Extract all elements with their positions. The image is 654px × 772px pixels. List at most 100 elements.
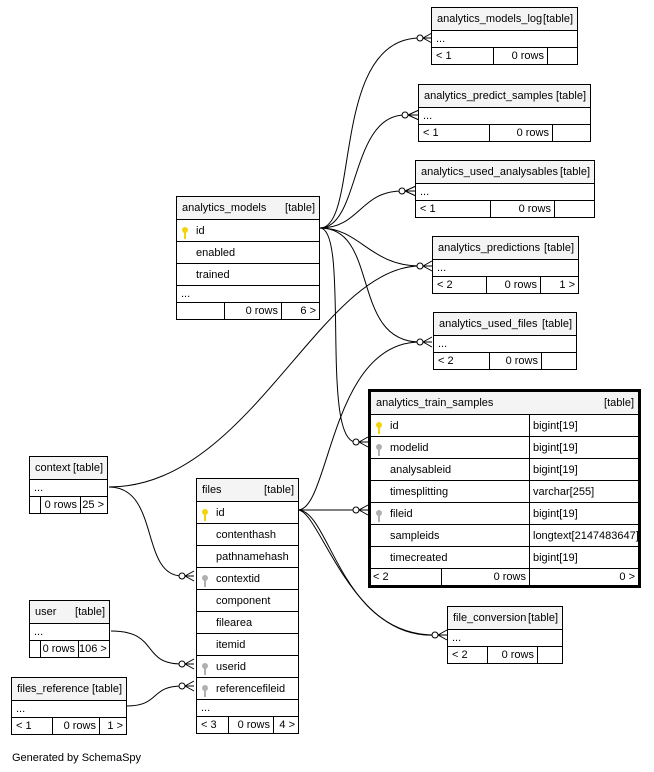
- column-row: enabled: [177, 241, 319, 263]
- foreign-key-icon: [201, 683, 209, 705]
- crowfoot-circle-icon: [178, 572, 186, 580]
- column-row: timesplitting varchar[255]: [371, 480, 638, 502]
- more-columns: ...: [197, 699, 298, 716]
- more-columns: ...: [12, 700, 126, 717]
- edge-files-used-files: [297, 341, 421, 511]
- foreign-key-icon: [375, 508, 383, 530]
- column-name: filearea: [216, 617, 253, 629]
- column-name: analysableid: [390, 464, 452, 476]
- children-count: 0 >: [529, 569, 638, 585]
- column-name: contextid: [216, 573, 261, 585]
- table-analytics-models[interactable]: analytics_models[table] id enabled train…: [176, 196, 320, 320]
- edge-models-predict-samples: [319, 114, 406, 229]
- row-count: 0 rows: [493, 48, 547, 64]
- table-tag: [table]: [556, 90, 586, 102]
- column-row: modelid bigint[19]: [371, 436, 638, 458]
- column-name: timecreated: [390, 552, 448, 564]
- column-name: id: [216, 507, 225, 519]
- children-count: 6 >: [281, 303, 319, 319]
- row-count: 0 rows: [489, 353, 541, 369]
- crowfoot-circle-icon: [352, 506, 360, 514]
- foreign-key-icon: [375, 442, 383, 464]
- column-row: id: [177, 219, 319, 241]
- table-name: files: [202, 484, 222, 496]
- table-analytics-used-analysables[interactable]: analytics_used_analysables[table] ... < …: [415, 160, 595, 218]
- table-files-reference[interactable]: files_reference[table] ... < 1 0 rows 1 …: [11, 677, 127, 735]
- column-name: fileid: [390, 508, 413, 520]
- children-count: [547, 48, 577, 64]
- parents-count: < 2: [437, 279, 453, 291]
- table-analytics-used-files[interactable]: analytics_used_files[table] ... < 2 0 ro…: [433, 312, 577, 370]
- table-name: user: [35, 606, 57, 618]
- column-row: id bigint[19]: [371, 414, 638, 436]
- edge-models-train-samples: [319, 227, 357, 443]
- edge-models-used-files: [319, 227, 421, 343]
- column-type: longtext[2147483647]: [529, 525, 639, 546]
- column-type: varchar[255]: [529, 481, 594, 502]
- table-analytics-predictions[interactable]: analytics_predictions[table] ... < 2 0 r…: [432, 236, 579, 294]
- children-count: [554, 201, 594, 217]
- more-columns: ...: [434, 335, 576, 352]
- column-row: trained: [177, 263, 319, 285]
- table-tag: [table]: [544, 242, 574, 254]
- row-count: 0 rows: [52, 718, 99, 734]
- parents-count: < 3: [201, 719, 217, 731]
- column-name: enabled: [196, 247, 236, 259]
- table-analytics-train-samples[interactable]: analytics_train_samples[table] id bigint…: [368, 389, 641, 588]
- children-count: [537, 647, 562, 663]
- edge-files-conversion-b: [297, 509, 436, 636]
- table-name: analytics_used_analysables: [421, 166, 558, 178]
- column-row: id: [197, 501, 298, 523]
- column-row: filearea: [197, 611, 298, 633]
- table-name: analytics_used_files: [439, 318, 538, 330]
- edge-models-log: [319, 37, 421, 229]
- table-name: analytics_models: [182, 202, 267, 214]
- column-type: bigint[19]: [529, 547, 578, 568]
- table-files[interactable]: files[table] id contenthash pathnamehash…: [196, 478, 299, 734]
- column-row: analysableid bigint[19]: [371, 458, 638, 480]
- table-file-conversion[interactable]: file_conversion[table] ... < 2 0 rows: [447, 606, 563, 664]
- more-columns: ...: [419, 107, 590, 124]
- edge-models-used-analysables: [319, 190, 403, 229]
- key-icon: [375, 420, 383, 442]
- more-columns: ...: [416, 183, 594, 200]
- column-type: bigint[19]: [529, 459, 578, 480]
- more-columns: ...: [177, 285, 319, 302]
- row-count: 0 rows: [40, 641, 78, 657]
- parents-count: < 1: [420, 203, 436, 215]
- crowfoot-circle-icon: [416, 338, 424, 346]
- table-analytics-models-log[interactable]: analytics_models_log[table] ... < 1 0 ro…: [431, 7, 578, 65]
- generated-by-label: Generated by SchemaSpy: [12, 752, 142, 764]
- more-columns: ...: [433, 259, 578, 276]
- column-name: modelid: [390, 442, 429, 454]
- column-row: fileid bigint[19]: [371, 502, 638, 524]
- column-type: bigint[19]: [529, 437, 578, 458]
- column-name: timesplitting: [390, 486, 449, 498]
- table-user[interactable]: user[table] ... 0 rows 106 >: [29, 600, 110, 658]
- more-columns: ...: [432, 30, 577, 47]
- column-name: trained: [196, 269, 230, 281]
- children-count: [541, 353, 576, 369]
- edge-filesref-files: [126, 685, 183, 707]
- row-count: 0 rows: [40, 497, 80, 513]
- column-row: itemid: [197, 633, 298, 655]
- table-name: files_reference: [17, 683, 90, 695]
- column-row: sampleids longtext[2147483647]: [371, 524, 639, 546]
- key-icon: [201, 507, 209, 529]
- edge-models-predictions: [319, 227, 421, 267]
- crowfoot-circle-icon: [401, 111, 409, 119]
- parents-count: < 1: [436, 50, 452, 62]
- table-tag: [table]: [604, 397, 634, 409]
- column-name: id: [390, 420, 399, 432]
- column-type: bigint[19]: [529, 415, 578, 436]
- column-name: component: [216, 595, 271, 607]
- table-name: file_conversion: [453, 612, 527, 624]
- table-context[interactable]: context[table] ... 0 rows 25 >: [29, 456, 108, 514]
- table-tag: [table]: [528, 612, 558, 624]
- row-count: 0 rows: [486, 277, 540, 293]
- foreign-key-icon: [201, 573, 209, 595]
- row-count: 0 rows: [489, 125, 552, 141]
- table-name: analytics_predict_samples: [424, 90, 554, 102]
- children-count: 4 >: [273, 717, 298, 733]
- table-analytics-predict-samples[interactable]: analytics_predict_samples[table] ... < 1…: [418, 84, 591, 142]
